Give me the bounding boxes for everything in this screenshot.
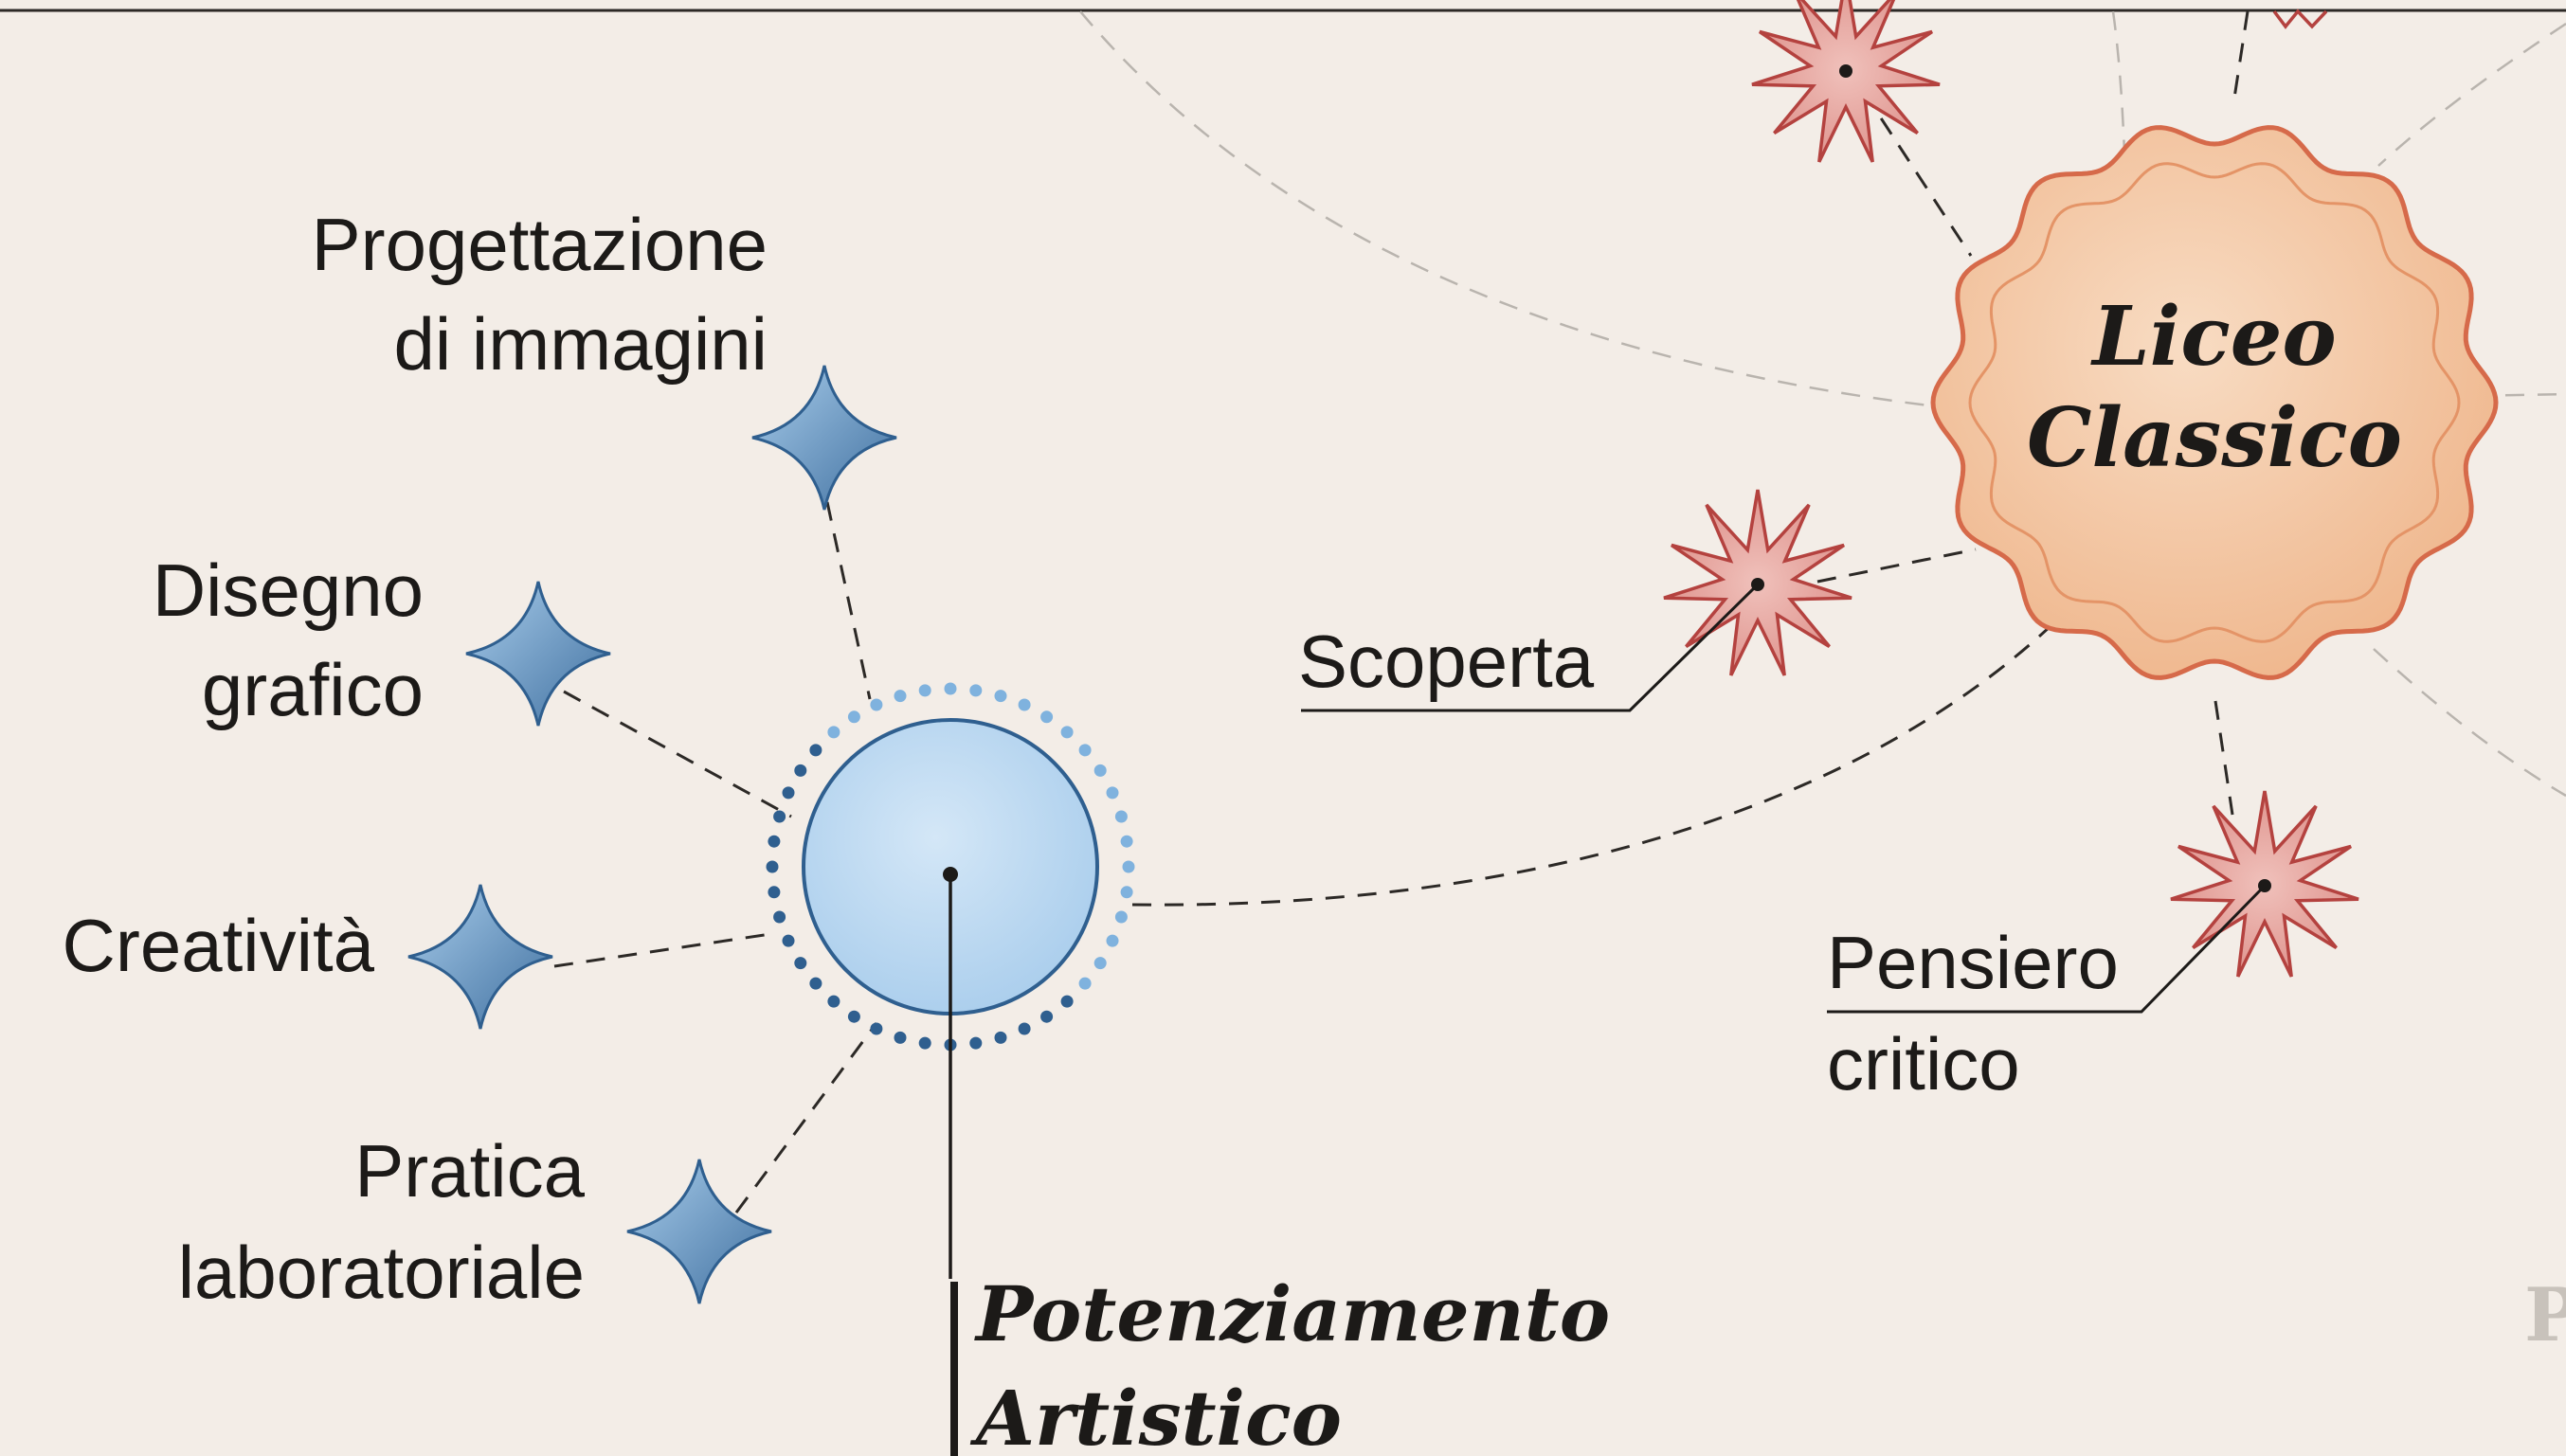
ring-dot	[768, 835, 781, 848]
skill-disegno: Disegno grafico	[153, 548, 424, 731]
orbit-arc	[2377, 22, 2566, 167]
ring-dot	[944, 682, 957, 695]
skill-label-line1: Pensiero	[1827, 921, 2119, 1004]
ring-dot	[847, 710, 860, 724]
pensiero-leader-line	[1827, 884, 2267, 1014]
ring-dot	[1060, 726, 1074, 739]
orbit-arc	[2373, 648, 2566, 798]
ring-dot	[994, 690, 1007, 703]
ring-dot	[794, 764, 807, 777]
liceo-title-line1: Liceo	[2089, 289, 2337, 385]
connector-progettazione	[825, 501, 872, 700]
ring-dot	[827, 995, 840, 1008]
connector-creativita	[553, 931, 778, 968]
blue-star-pratica	[626, 1159, 772, 1304]
connector-disegno	[563, 690, 792, 818]
ring-dot	[918, 1036, 931, 1050]
ring-dot	[1120, 835, 1133, 848]
connector-pensiero	[2214, 700, 2234, 816]
ring-dot	[1093, 957, 1107, 970]
red-star-icon	[1751, 0, 1941, 163]
skill-label-line2: critico	[1827, 1022, 2020, 1105]
scoperta-leader-line	[1301, 583, 1760, 712]
ring-dot	[1106, 786, 1119, 800]
ring-dot	[768, 886, 781, 899]
ring-dot	[894, 1031, 907, 1044]
ring-dot	[870, 1022, 883, 1035]
ring-dot	[994, 1031, 1007, 1044]
skill-label-line1: Progettazione	[312, 203, 768, 286]
ring-dot	[918, 684, 931, 697]
blue-star-creativita	[407, 884, 553, 1030]
liceo-title-line2: Classico	[2027, 390, 2402, 486]
skill-label-line1: Scoperta	[1298, 620, 1595, 703]
ring-dot	[809, 744, 822, 757]
liceo-classico-node: Liceo Classico	[1930, 125, 2499, 680]
ring-dot	[794, 957, 807, 970]
connector-top-right	[2232, 10, 2250, 105]
ring-dot	[1114, 910, 1128, 924]
ring-dot	[1060, 995, 1074, 1008]
liceo-badge-inner	[1968, 162, 2461, 643]
ring-dot	[1018, 698, 1031, 711]
ring-dot	[1093, 764, 1107, 777]
ring-dot	[1114, 810, 1128, 823]
skill-label-line2: grafico	[202, 648, 424, 731]
sparkle-icon	[465, 581, 611, 727]
red-star-pensiero	[2170, 790, 2359, 978]
potenziamento-title-line2: Artistico	[969, 1374, 1342, 1456]
ring-dot	[773, 910, 786, 924]
ring-dot	[782, 934, 795, 947]
skill-label-line1: Creatività	[63, 904, 375, 987]
red-star-top	[1751, 0, 1941, 163]
liceo-badge-outer	[1930, 125, 2499, 680]
skill-progettazione: Progettazione di immagini	[312, 203, 768, 386]
ring-dot	[1040, 1010, 1054, 1023]
blue-star-disegno	[465, 581, 611, 727]
ring-dot	[1078, 977, 1092, 990]
offscreen-label-partial: P	[2524, 1272, 2566, 1358]
connector-scoperta	[1816, 548, 1977, 584]
connector-potenziamento-liceo	[1131, 623, 2053, 907]
sparkle-icon	[626, 1159, 772, 1304]
ring-dot	[773, 810, 786, 823]
orbit-arc	[2111, 10, 2126, 153]
skill-creativita: Creatività	[63, 904, 375, 987]
ring-dot	[1040, 710, 1054, 724]
skill-label-line2: laboratoriale	[178, 1231, 585, 1314]
potenziamento-title-line1: Potenziamento	[974, 1269, 1610, 1358]
skill-pratica: Pratica laboratoriale	[178, 1129, 586, 1314]
ring-dot	[766, 860, 779, 873]
ring-dot	[969, 1036, 983, 1050]
skill-scoperta: Scoperta	[1298, 583, 1760, 712]
ring-dot	[870, 698, 883, 711]
skill-label-line1: Pratica	[354, 1129, 585, 1213]
ring-dot	[782, 786, 795, 800]
ring-dot	[1018, 1022, 1031, 1035]
skill-pensiero: Pensiero critico	[1827, 884, 2267, 1105]
skill-label-line1: Disegno	[153, 548, 424, 632]
blue-star-progettazione	[751, 365, 897, 511]
ring-dot	[827, 726, 840, 739]
ring-dot	[969, 684, 983, 697]
ring-dot	[894, 690, 907, 703]
ring-dot	[809, 977, 822, 990]
connector-pratica	[734, 1022, 878, 1213]
orbit-arc	[1079, 10, 1929, 407]
sparkle-icon	[407, 884, 553, 1030]
ring-dot	[1120, 886, 1133, 899]
ring-dot	[1078, 744, 1092, 757]
red-star-partial-icon	[2272, 9, 2328, 29]
potenziamento-artistico-node: Potenziamento Artistico	[766, 682, 1610, 1456]
ring-dot	[1122, 860, 1135, 873]
sparkle-icon	[751, 365, 897, 511]
ring-dot	[847, 1010, 860, 1023]
ring-dot	[1106, 934, 1119, 947]
red-star-dot	[1839, 64, 1852, 78]
skill-label-line2: di immagini	[394, 302, 768, 386]
